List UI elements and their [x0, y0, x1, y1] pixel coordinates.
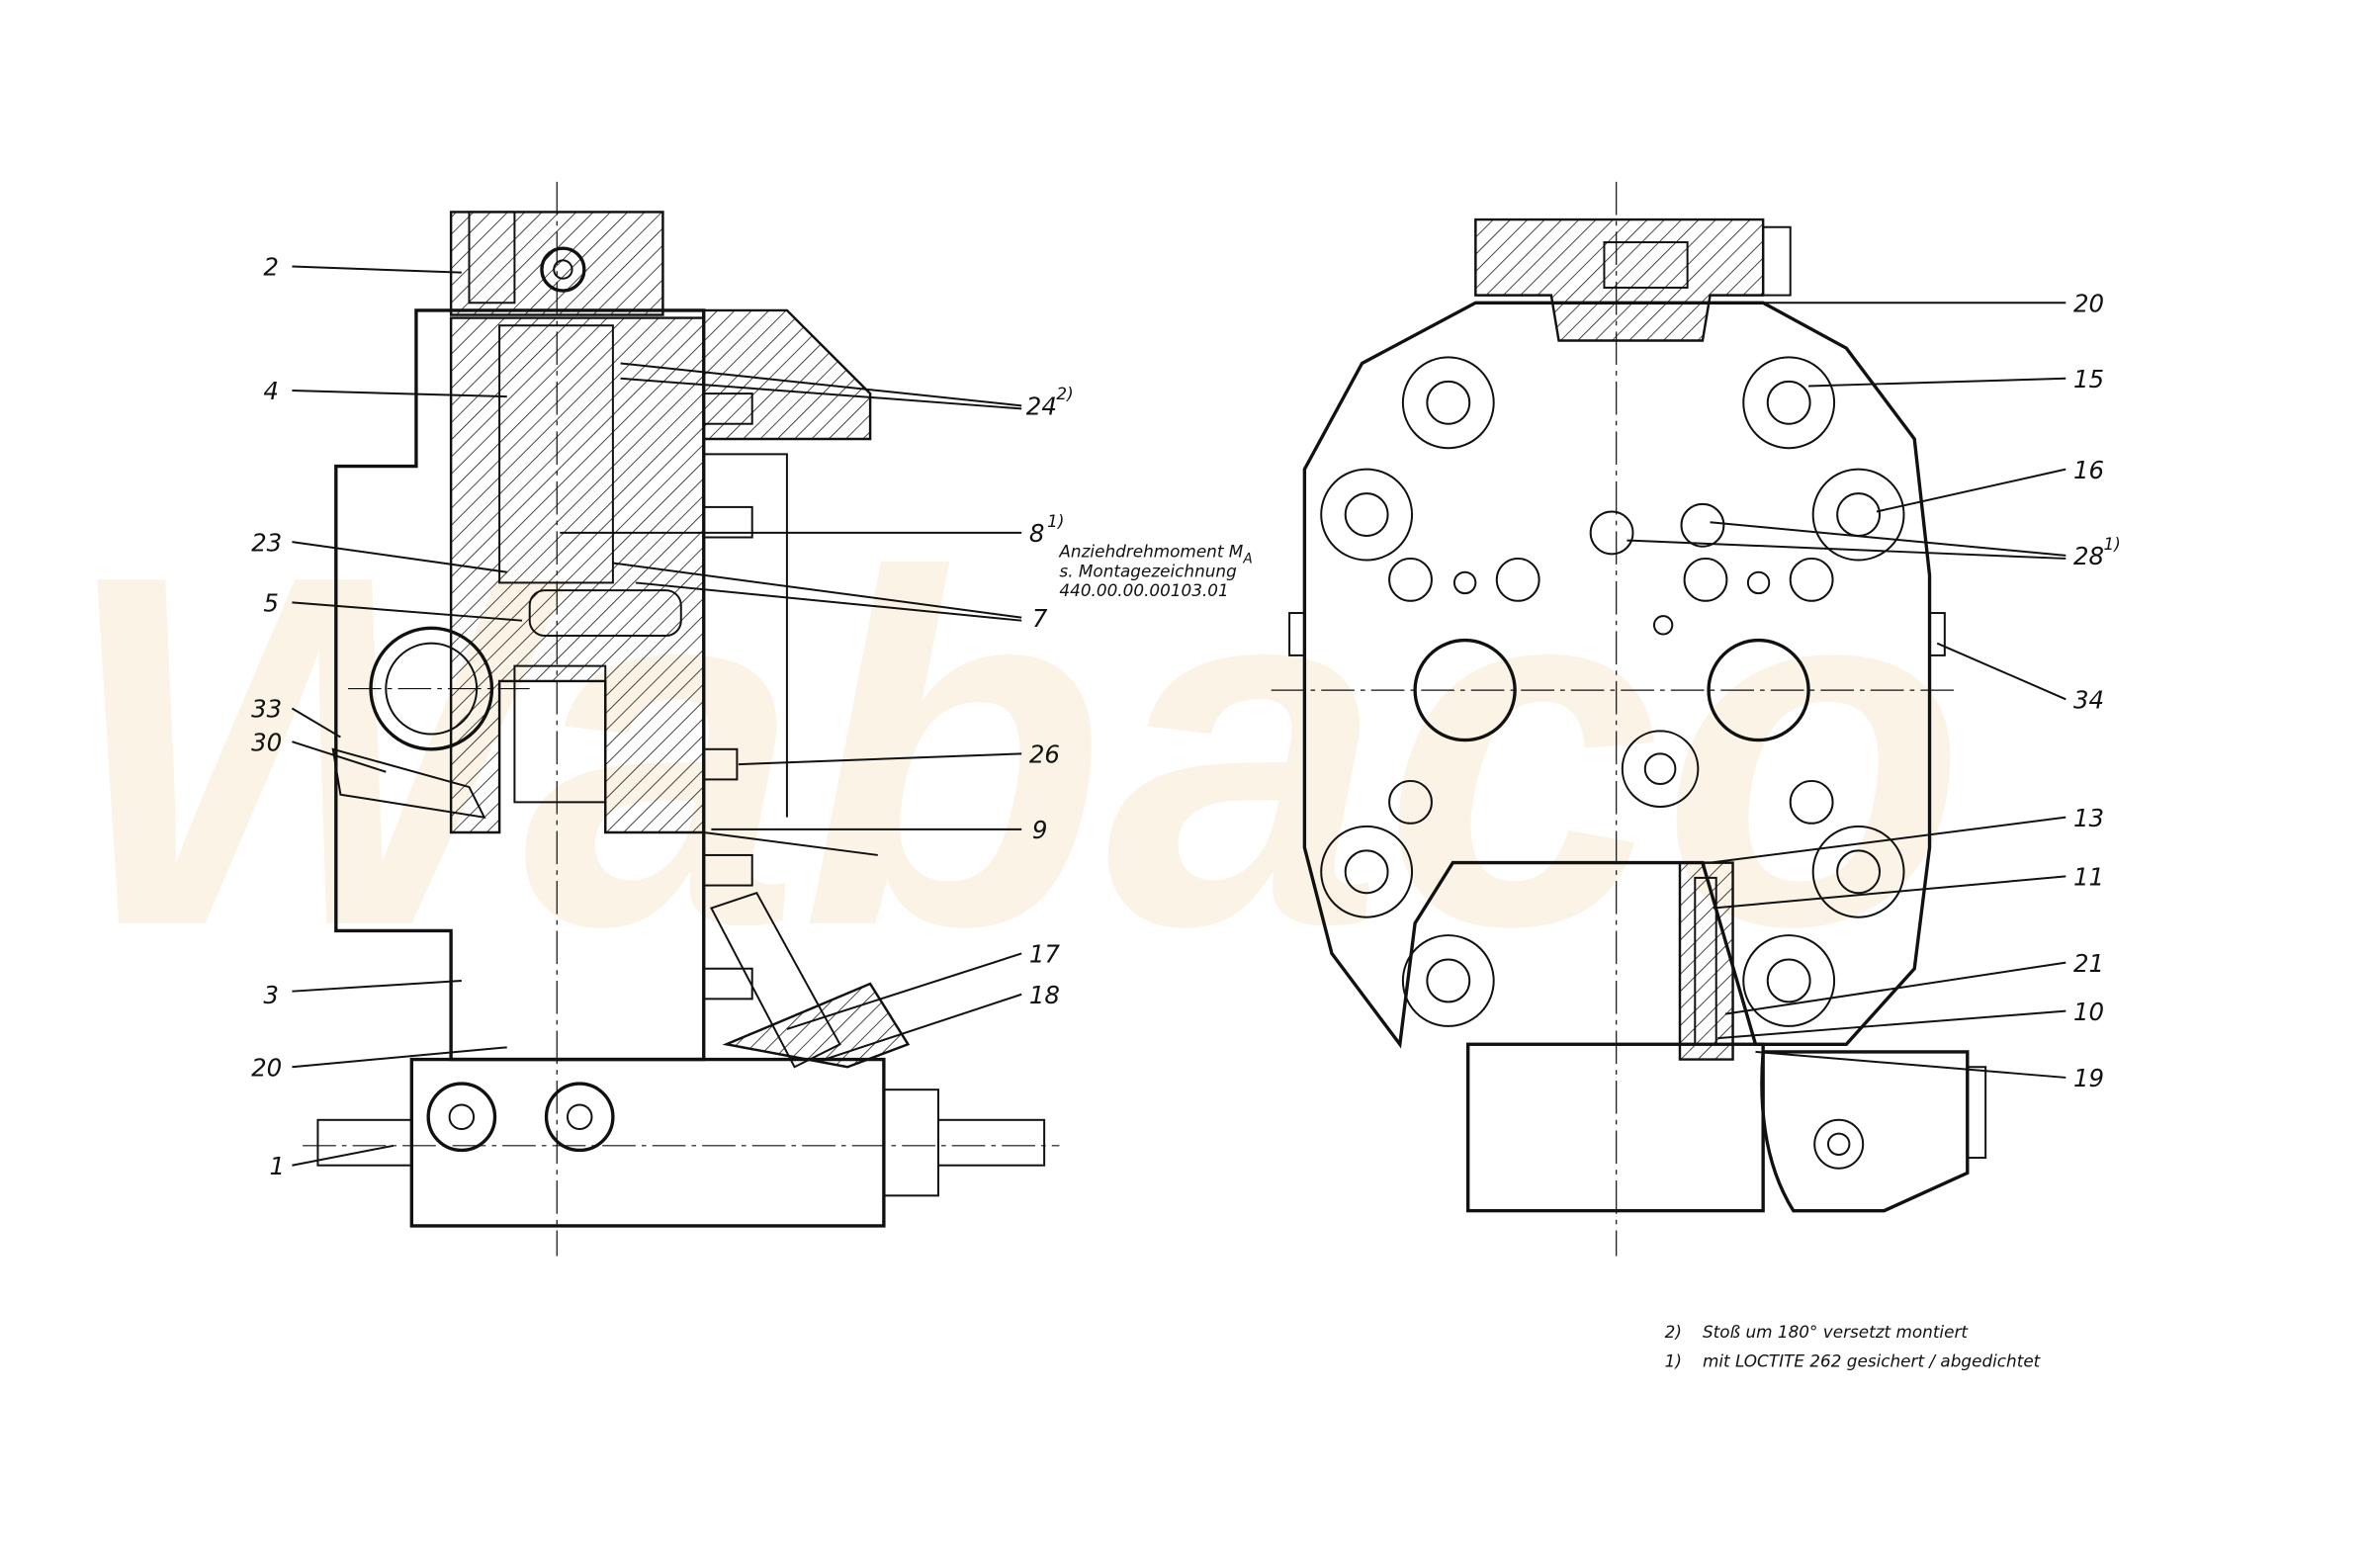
footnote-text: mit LOCTITE 262 gesichert / abgedichtet	[1703, 1350, 2042, 1370]
torque-note-line: 440.00.00.00103.01	[1059, 580, 1228, 600]
part-label: 21	[2073, 949, 2104, 978]
part-label: 9	[1032, 816, 1048, 844]
part-label: 20	[2073, 289, 2104, 317]
torque-note-subscript: A	[1242, 552, 1252, 567]
part-label: 8	[1029, 519, 1045, 548]
part-label: 10	[2073, 998, 2104, 1026]
part-label: 26	[1029, 740, 1060, 769]
footnote-mark: 2)	[1665, 1322, 1682, 1342]
torque-note-line: Anziehdrehmoment M	[1058, 541, 1243, 561]
part-label: 33	[251, 695, 282, 724]
part-label: 18	[1029, 981, 1060, 1009]
part-label: 17	[1029, 940, 1061, 969]
part-label: 3	[263, 981, 279, 1009]
footnote-ref: 2)	[1056, 384, 1073, 403]
part-label: 7	[1032, 604, 1048, 633]
footnote-text: Stoß um 180° versetzt montiert	[1703, 1322, 1969, 1342]
footnote-ref: 1)	[1047, 511, 1064, 531]
torque-note-line: s. Montagezeichnung	[1059, 561, 1237, 580]
part-label: 34	[2073, 685, 2104, 714]
part-label: 19	[2073, 1064, 2104, 1092]
part-label: 4	[263, 377, 279, 405]
part-label: 5	[263, 589, 279, 618]
torque-note: Anziehdrehmoment MA s. Montagezeichnung …	[1058, 541, 1252, 600]
watermark: Wabaco	[60, 473, 1966, 1030]
part-label: 11	[2073, 863, 2104, 892]
part-label: 2	[263, 253, 279, 282]
part-label: 28	[2073, 542, 2104, 570]
part-label: 16	[2073, 456, 2104, 484]
left-section-view	[303, 181, 1060, 1257]
footnote-ref: 1)	[2104, 534, 2121, 554]
leader-lines	[291, 265, 2066, 1167]
part-label: 30	[251, 728, 282, 756]
part-label: 13	[2073, 804, 2104, 832]
svg-text:Anziehdrehmoment MA: Anziehdrehmoment MA	[1058, 541, 1252, 566]
right-part-labels: 20 15 16 28 1) 34 13 11 21 10 19	[2073, 289, 2121, 1092]
left-part-labels: 2 4 23 5 33 30 3 20 1 24 2) 8 1) 7 26 9 …	[251, 253, 1074, 1180]
right-end-view	[1271, 181, 1987, 1257]
footnote-mark: 1)	[1665, 1350, 1682, 1370]
part-label: 20	[251, 1053, 282, 1082]
part-label: 24	[1026, 392, 1057, 421]
footnotes: 2) Stoß um 180° versetzt montiert 1) mit…	[1665, 1322, 2042, 1370]
part-label: 1	[269, 1152, 285, 1180]
part-label: 23	[251, 528, 282, 557]
part-label: 15	[2073, 365, 2104, 393]
